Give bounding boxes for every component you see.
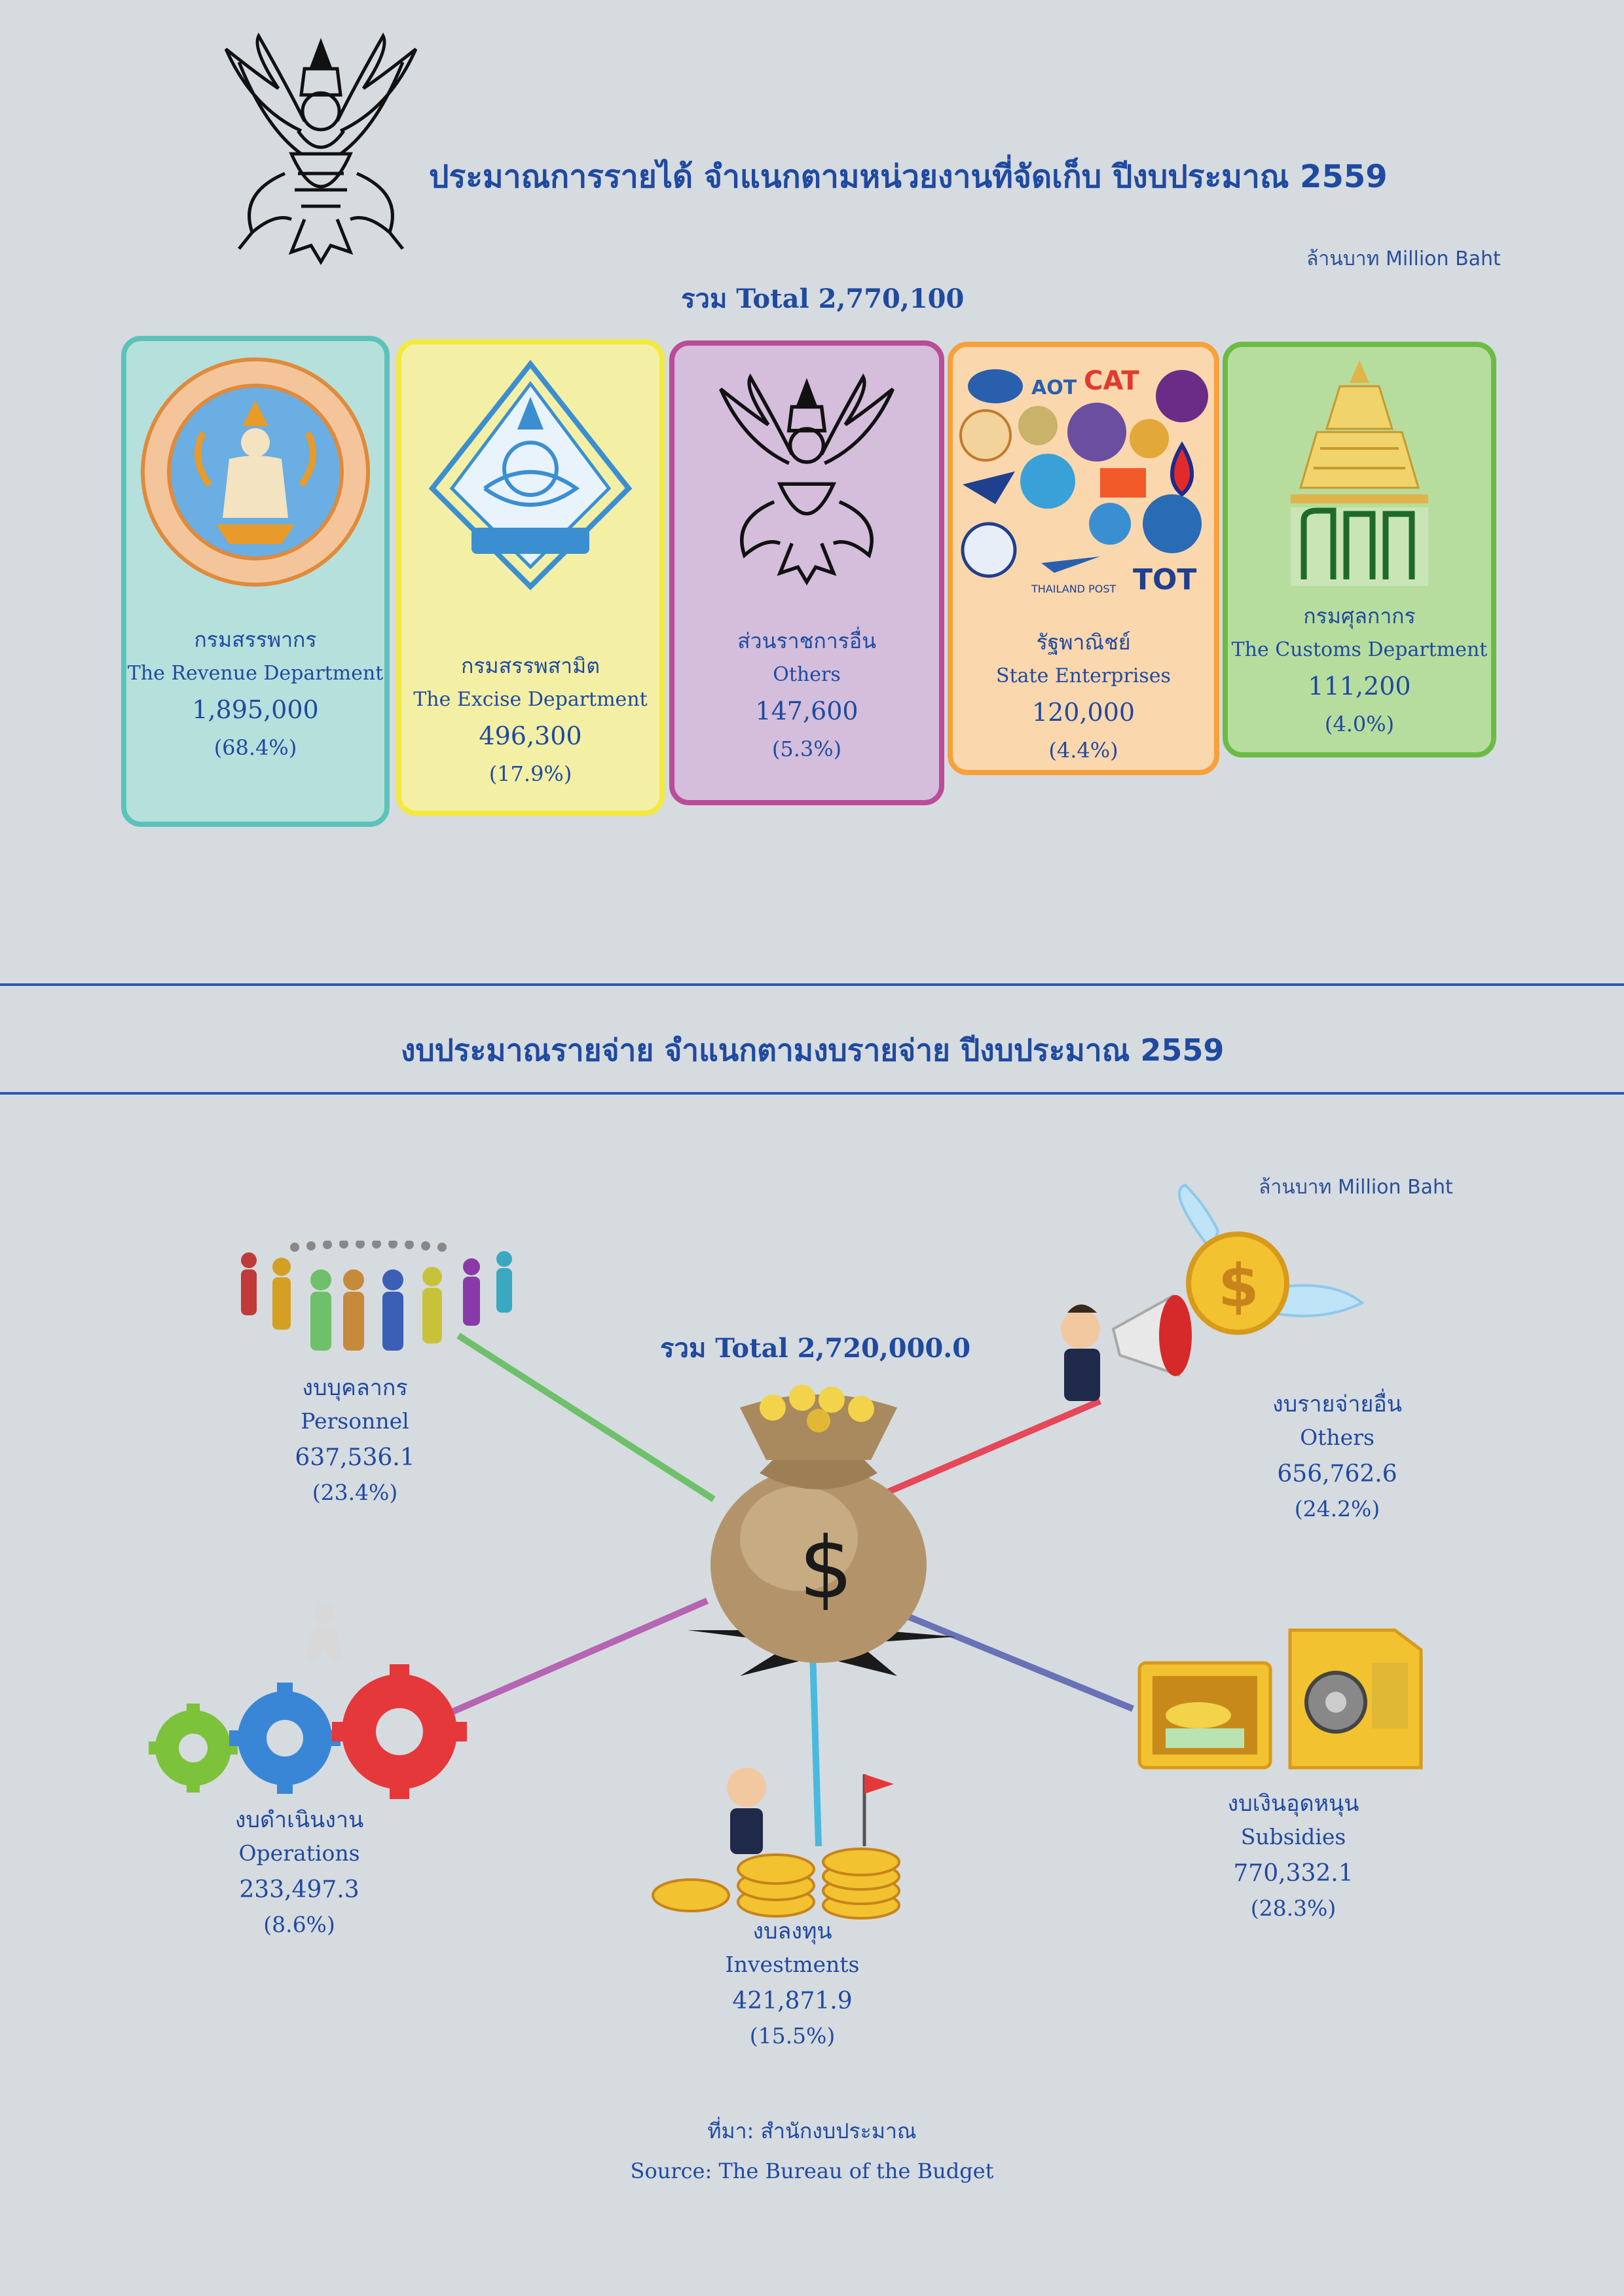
exp-operations-percent: (8.6%) — [263, 1911, 335, 1937]
exp-investments-th: งบลงทุน — [752, 1918, 832, 1944]
others-rev-th: ส่วนราชการอื่น — [737, 629, 876, 653]
exp-operations-th: งบดำเนินงาน — [234, 1807, 364, 1833]
exp-investments-value: 421,871.9 — [732, 1987, 853, 2014]
exp-investments-en: Investments — [725, 1952, 860, 1977]
exp-personnel-en: Personnel — [301, 1408, 409, 1434]
exp-personnel-th: งบบุคลากร — [302, 1375, 408, 1401]
exp-personnel-percent: (23.4%) — [312, 1479, 398, 1505]
divider-bottom — [0, 1092, 1624, 1095]
exp-investments-label: งบลงทุน Investments 421,871.9 (15.5%) — [655, 1915, 930, 2051]
revenue-card-state-enterprises: AOT CAT THAILAND POST TOT รัฐพาณิชย์ Sta… — [948, 342, 1219, 775]
connector-subsidies — [876, 1601, 1134, 1712]
connector-others — [870, 1398, 1101, 1503]
svg-text:AOT: AOT — [1031, 376, 1077, 399]
exp-subsidies-label: งบเงินอุดหนุน Subsidies 770,332.1 (28.3%… — [1156, 1787, 1431, 1923]
svg-text:TOT: TOT — [1133, 563, 1196, 596]
state-ent-value: 120,000 — [1031, 698, 1135, 727]
people-crowd-icon — [241, 1241, 512, 1351]
revenue-card-revenue-dept: กรมสรรพากร The Revenue Department 1,895,… — [121, 336, 390, 827]
exp-subsidies-value: 770,332.1 — [1233, 1859, 1354, 1887]
state-ent-th: รัฐพาณิชย์ — [1036, 630, 1131, 655]
customs-dept-percent: (4.0%) — [1324, 711, 1395, 737]
exp-subsidies-en: Subsidies — [1240, 1824, 1346, 1850]
exp-subsidies-percent: (28.3%) — [1250, 1895, 1337, 1921]
money-bag-icon: $ — [688, 1385, 956, 1676]
divider-top — [0, 983, 1624, 986]
garuda-emblem-icon — [224, 32, 418, 265]
customs-dept-en: The Customs Department — [1231, 638, 1488, 661]
revenue-unit: ล้านบาท Million Baht — [1306, 247, 1501, 270]
coin-stacks-flag-icon — [652, 1768, 900, 1920]
connector-operations — [451, 1597, 709, 1715]
svg-text:$: $ — [799, 1518, 853, 1618]
customs-department-crown-icon — [1291, 360, 1428, 586]
exp-others-value: 656,762.6 — [1277, 1460, 1397, 1487]
open-safe-icon — [1137, 1628, 1423, 1770]
others-rev-value: 147,600 — [755, 697, 858, 726]
revenue-dept-percent: (68.4%) — [213, 735, 297, 760]
excise-dept-th: กรมสรรพสามิต — [460, 653, 600, 678]
customs-dept-th: กรมศุลกากร — [1303, 604, 1416, 629]
source-en: Source: The Bureau of the Budget — [630, 2158, 994, 2183]
svg-text:$: $ — [1218, 1252, 1259, 1321]
revenue-dept-th: กรมสรรพากร — [194, 627, 317, 652]
exp-operations-en: Operations — [238, 1840, 360, 1866]
revenue-dept-en: The Revenue Department — [127, 661, 384, 685]
revenue-department-seal-icon — [141, 357, 370, 587]
garuda-emblem-icon — [719, 373, 895, 586]
others-rev-percent: (5.3%) — [771, 736, 842, 761]
exp-operations-value: 233,497.3 — [239, 1876, 360, 1903]
gears-runner-icon — [149, 1603, 467, 1799]
exp-others-label: งบรายจ่ายอื่น Others 656,762.6 (24.2%) — [1200, 1388, 1475, 1524]
connector-personnel — [456, 1332, 716, 1503]
others-rev-en: Others — [773, 663, 841, 686]
source-th: ที่มา: สำนักงบประมาณ — [707, 2119, 917, 2143]
exp-subsidies-th: งบเงินอุดหนุน — [1227, 1791, 1359, 1817]
excise-dept-en: The Excise Department — [413, 687, 648, 711]
revenue-total: รวม Total 2,770,100 — [681, 283, 965, 314]
excise-department-emblem-icon — [428, 359, 633, 591]
revenue-title: ประมาณการรายได้ จำแนกตามหน่วยงานที่จัดเก… — [429, 158, 1388, 195]
state-enterprise-logos-icon: AOT CAT THAILAND POST TOT — [959, 366, 1208, 596]
svg-text:CAT: CAT — [1084, 366, 1139, 396]
revenue-card-excise-dept: กรมสรรพสามิต The Excise Department 496,3… — [396, 339, 665, 816]
exp-personnel-label: งบบุคลากร Personnel 637,536.1 (23.4%) — [217, 1372, 492, 1508]
exp-personnel-value: 637,536.1 — [295, 1444, 415, 1471]
expenditure-title: งบประมาณรายจ่าย จำแนกตามงบรายจ่าย ปีงบปร… — [401, 1032, 1225, 1068]
state-ent-en: State Enterprises — [996, 664, 1171, 687]
megaphone-winged-coin-icon: $ — [1061, 1183, 1365, 1401]
exp-operations-label: งบดำเนินงาน Operations 233,497.3 (8.6%) — [162, 1804, 437, 1940]
svg-text:THAILAND POST: THAILAND POST — [1031, 583, 1116, 595]
expenditure-total: รวม Total 2,720,000.0 — [660, 1333, 971, 1364]
revenue-card-customs-dept: กรมศุลกากร The Customs Department 111,20… — [1223, 342, 1496, 757]
exp-others-percent: (24.2%) — [1294, 1495, 1380, 1522]
exp-others-en: Others — [1300, 1425, 1375, 1450]
revenue-card-others: ส่วนราชการอื่น Others 147,600 (5.3%) — [669, 340, 944, 805]
exp-others-th: งบรายจ่ายอื่น — [1272, 1391, 1403, 1417]
exp-investments-percent: (15.5%) — [749, 2022, 836, 2049]
revenue-dept-value: 1,895,000 — [192, 695, 319, 725]
source-note: ที่มา: สำนักงบประมาณ Source: The Bureau … — [0, 2111, 1624, 2191]
state-ent-percent: (4.4%) — [1048, 737, 1118, 763]
customs-dept-value: 111,200 — [1308, 672, 1411, 701]
excise-dept-value: 496,300 — [479, 721, 582, 751]
excise-dept-percent: (17.9%) — [489, 761, 572, 786]
connector-investments — [809, 1630, 822, 1847]
expenditure-unit: ล้านบาท Million Baht — [1259, 1176, 1453, 1199]
